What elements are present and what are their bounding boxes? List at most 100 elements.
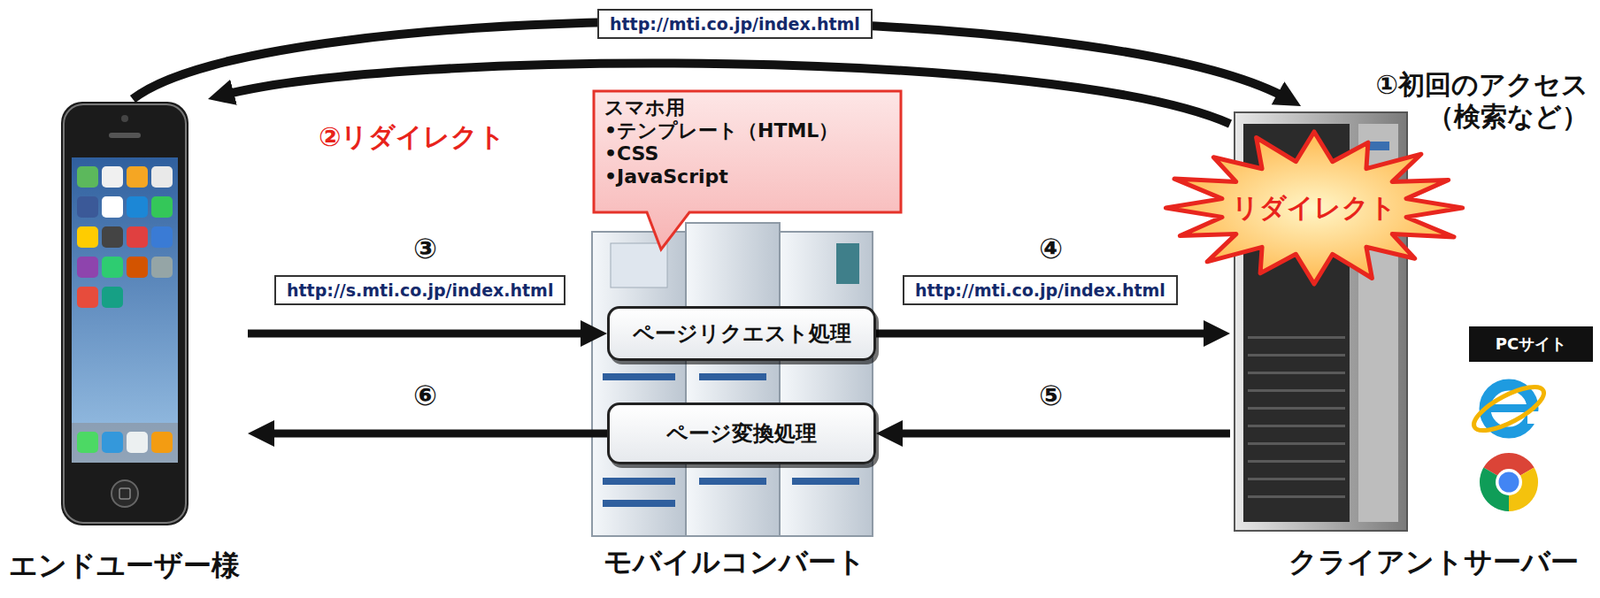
client-server-illustration (1247, 442, 1346, 446)
node-text: •CSS (604, 142, 659, 166)
smartphone-illustration (121, 115, 129, 123)
client-server-illustration (1367, 141, 1390, 151)
label-anchor: ④ (1038, 231, 1063, 266)
converter-server-illustration (792, 477, 860, 485)
flow-arrow (876, 330, 1217, 339)
node-text: ページ変換処理 (666, 419, 817, 448)
converter-server-illustration (592, 223, 873, 537)
flow-arrow (261, 430, 608, 439)
label-anchor: ②リダイレクト (318, 119, 506, 156)
callout-box: スマホ用•テンプレート（HTML）•CSS•JavaScript (592, 89, 903, 215)
flow-arrow (889, 430, 1231, 439)
starburst-badge: リダイレクト (1159, 128, 1470, 288)
step-note: ①初回のアクセス （検索など） (1323, 69, 1589, 133)
smartphone-illustration (151, 226, 173, 248)
chrome-icon (1479, 453, 1539, 512)
converter-server-illustration (685, 223, 780, 537)
node-text: ページリクエスト処理 (632, 319, 852, 348)
ie-icon (1490, 404, 1531, 413)
converter-node: モバイルコンバート ページリクエスト処理ページ変換処理 (584, 221, 885, 592)
smartphone-illustration (151, 196, 173, 218)
smartphone-illustration (151, 431, 173, 454)
smartphone-illustration (126, 166, 148, 188)
smartphone-illustration (76, 196, 99, 218)
smartphone-illustration (71, 157, 178, 463)
converter-server-illustration (699, 373, 767, 381)
converter-server-illustration (592, 231, 686, 537)
converter-server-illustration (602, 477, 676, 485)
node-text: リダイレクト (1231, 190, 1397, 227)
smartphone-illustration (63, 104, 186, 524)
process-box: ページリクエスト処理 (607, 306, 877, 362)
node-text: エンドユーザー様 (8, 548, 240, 583)
smartphone-illustration (111, 480, 139, 508)
node-text: PCサイト (1495, 333, 1567, 355)
client-server-illustration (1247, 477, 1346, 481)
label-anchor: http://mti.co.jp/index.html (597, 8, 873, 39)
chrome-icon (1495, 469, 1523, 496)
label-anchor: ⑥ (413, 378, 438, 413)
smartphone-illustration (101, 256, 124, 278)
smartphone-illustration (126, 431, 148, 454)
smartphone-illustration (76, 166, 99, 188)
smartphone-illustration (108, 132, 141, 139)
smartphone-illustration (101, 196, 124, 218)
flow-arrow (247, 330, 594, 339)
smartphone-illustration (126, 226, 148, 248)
smartphone-illustration (61, 101, 189, 526)
label-anchor: ①初回のアクセス （検索など） (1323, 69, 1589, 133)
url-box: http://s.mti.co.jp/index.html (274, 275, 566, 306)
smartphone-illustration (101, 226, 124, 248)
callout-number: ⑥ (413, 378, 438, 413)
converter-server-illustration (836, 243, 860, 285)
client-server-illustration (1247, 460, 1346, 463)
callout-number: ⑤ (1038, 378, 1063, 413)
client-server-illustration (1247, 495, 1346, 499)
ie-icon (1468, 378, 1550, 439)
node-text: •JavaScript (604, 165, 729, 189)
client-server-illustration (1247, 336, 1346, 339)
client-server-illustration (1247, 371, 1346, 375)
node-text: •テンプレート（HTML） (604, 119, 839, 143)
url-box: http://mti.co.jp/index.html (902, 275, 1178, 306)
edge-label: ②リダイレクト (318, 119, 506, 156)
label-anchor: http://mti.co.jp/index.html (902, 275, 1178, 306)
ie-icon (1468, 378, 1550, 439)
smartphone-illustration (126, 196, 148, 218)
smartphone-illustration (76, 226, 99, 248)
smartphone-illustration (101, 431, 124, 454)
node-text: クライアントサーバー (1288, 545, 1579, 579)
label-anchor: ⑤ (1038, 378, 1063, 413)
client-server-illustration (1247, 353, 1346, 357)
client-server-illustration (1247, 407, 1346, 410)
process-box: ページ変換処理 (607, 402, 877, 465)
callout-number: ③ (413, 231, 438, 266)
starburst-outline (1165, 131, 1462, 285)
callout-outline (593, 91, 901, 250)
converter-server-illustration (779, 231, 873, 537)
callout-number: ④ (1038, 231, 1063, 266)
smartphone-illustration (71, 423, 178, 463)
chrome-icon (1499, 472, 1520, 493)
url-box: http://mti.co.jp/index.html (597, 8, 873, 39)
node-text: モバイルコンバート (603, 545, 866, 579)
smartphone-illustration (151, 256, 173, 278)
smartphone-illustration (76, 256, 99, 278)
smartphone-illustration (151, 166, 173, 188)
label-anchor: ③ (413, 231, 438, 266)
smartphone-illustration (101, 166, 124, 188)
smartphone-illustration (76, 431, 99, 454)
node-text: スマホ用 (604, 96, 685, 120)
smartphone-illustration (126, 256, 148, 278)
smartphone-illustration (119, 488, 131, 500)
label-anchor: http://s.mti.co.jp/index.html (274, 275, 566, 306)
smartphone-illustration (61, 101, 189, 526)
converter-server-illustration (699, 477, 767, 485)
client-server-illustration (1247, 389, 1346, 393)
smartphone-illustration (76, 286, 99, 308)
client-server-illustration (1247, 424, 1346, 428)
converter-server-illustration (602, 500, 676, 508)
converter-server-illustration (610, 243, 668, 288)
